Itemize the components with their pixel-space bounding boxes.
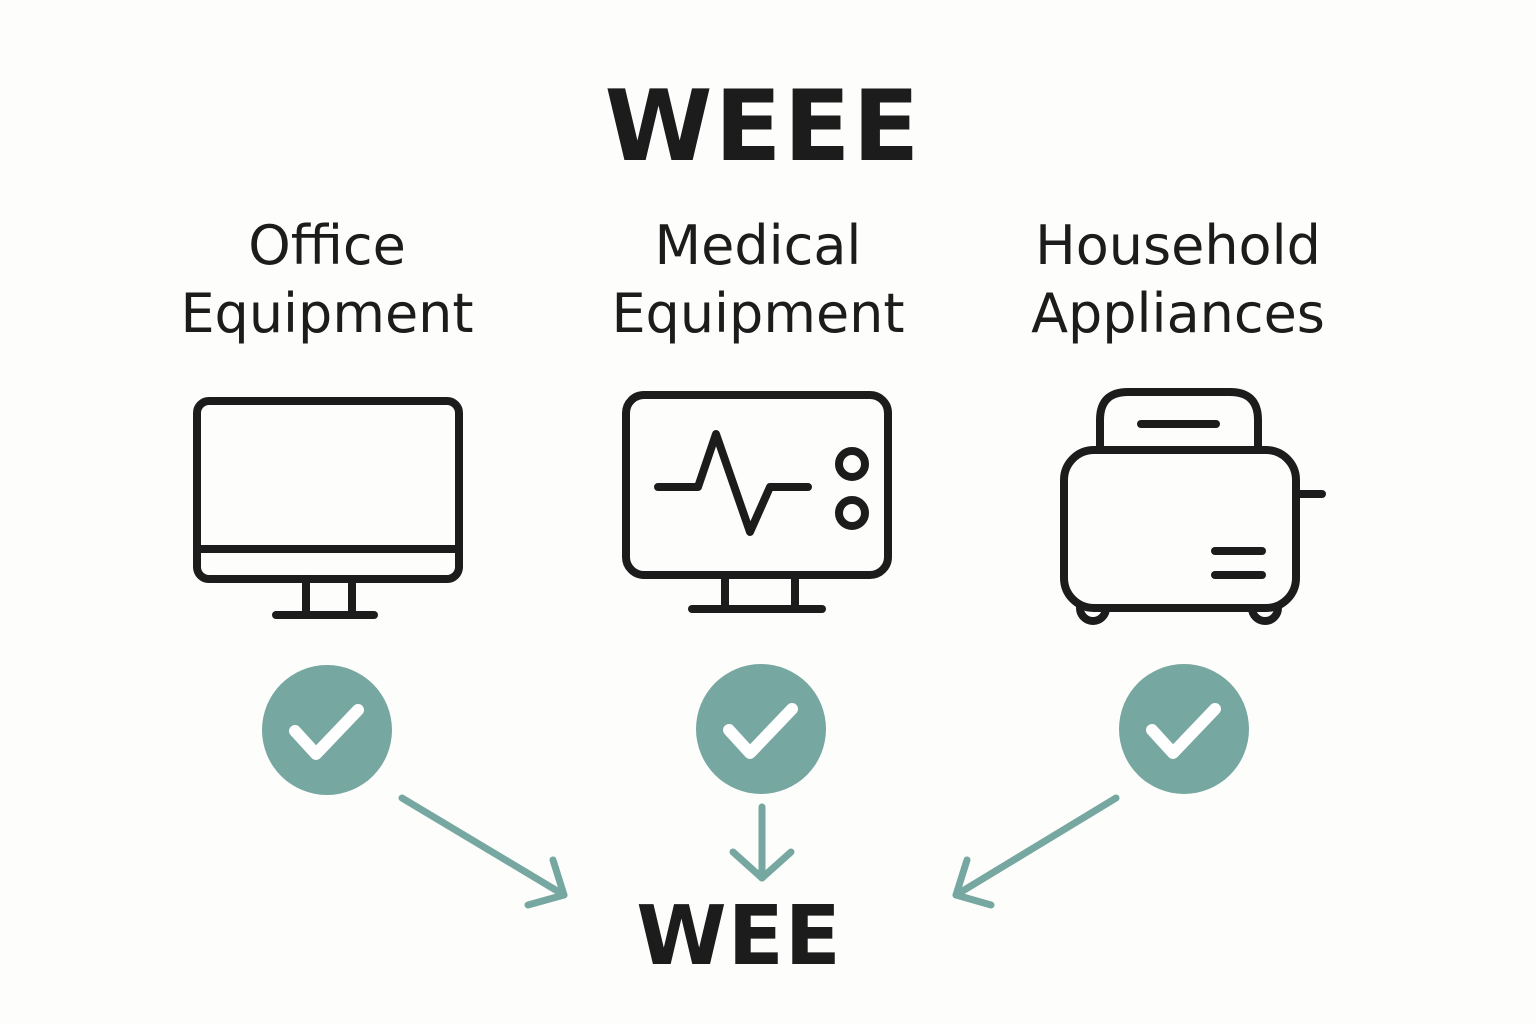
category-label-household: Household Appliances bbox=[968, 212, 1388, 348]
category-label-line2: Equipment bbox=[180, 282, 474, 345]
category-label-office: Office Equipment bbox=[117, 212, 537, 348]
category-label-medical: Medical Equipment bbox=[548, 212, 968, 348]
category-label-line1: Office bbox=[248, 214, 406, 277]
check-circle-icon bbox=[1119, 664, 1249, 794]
category-label-line2: Equipment bbox=[611, 282, 905, 345]
check-circle-icon bbox=[262, 665, 392, 795]
computer-monitor-icon bbox=[193, 397, 463, 619]
medical-monitor-icon bbox=[622, 391, 892, 613]
category-label-line1: Household bbox=[1035, 214, 1321, 277]
arrow-left-icon bbox=[398, 794, 568, 909]
category-label-line2: Appliances bbox=[1031, 282, 1325, 345]
check-circle-icon bbox=[696, 664, 826, 794]
arrow-right-icon bbox=[952, 794, 1120, 909]
category-label-line1: Medical bbox=[654, 214, 862, 277]
result-label: WEE bbox=[636, 889, 842, 984]
toaster-icon bbox=[1060, 388, 1326, 625]
page-title: WEEE bbox=[604, 70, 922, 184]
arrow-down-icon bbox=[729, 803, 795, 882]
